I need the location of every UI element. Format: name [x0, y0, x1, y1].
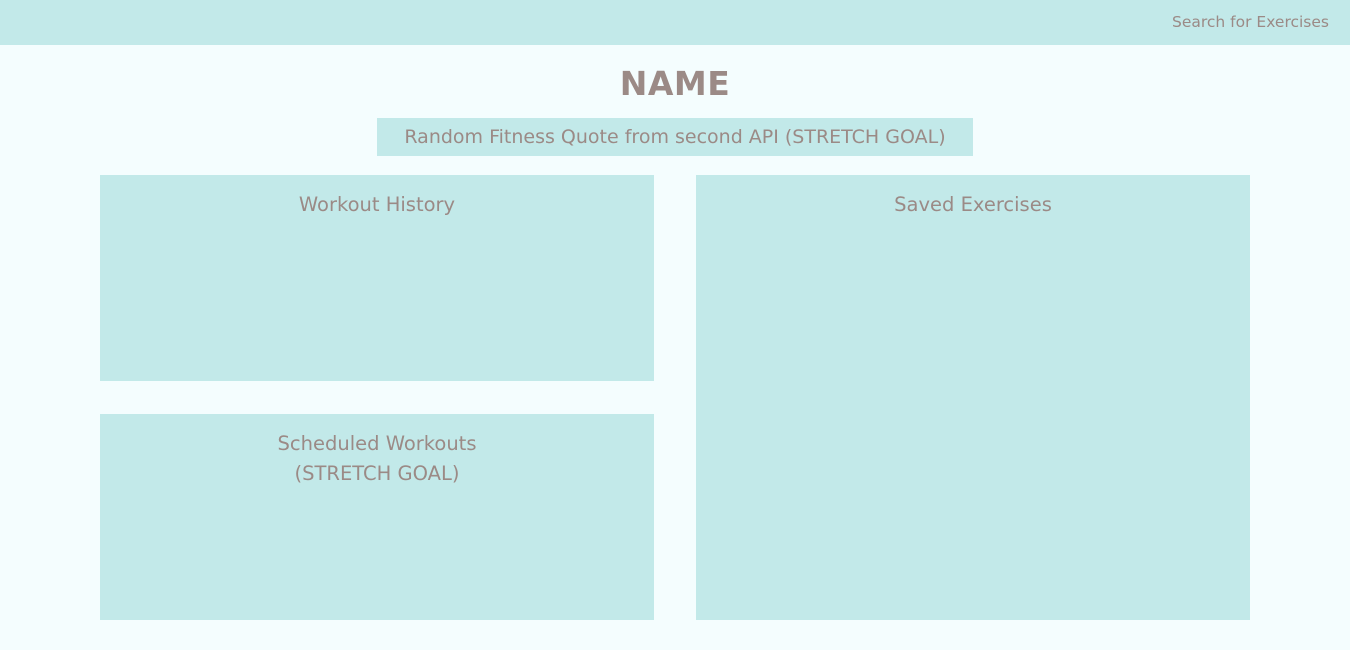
fitness-quote-text: Random Fitness Quote from second API (ST…	[404, 126, 946, 148]
page-title: NAME	[619, 64, 731, 103]
fitness-quote-box: Random Fitness Quote from second API (ST…	[377, 118, 973, 156]
top-nav-bar: Search for Exercises	[0, 0, 1350, 45]
scheduled-workouts-title-line1: Scheduled Workouts	[277, 432, 477, 455]
scheduled-workouts-title-line2: (STRETCH GOAL)	[294, 462, 460, 485]
scheduled-workouts-title: Scheduled Workouts (STRETCH GOAL)	[100, 429, 654, 489]
saved-exercises-title: Saved Exercises	[894, 193, 1052, 216]
scheduled-workouts-panel: Scheduled Workouts (STRETCH GOAL)	[100, 414, 654, 620]
saved-exercises-panel: Saved Exercises	[696, 175, 1250, 620]
workout-history-panel: Workout History	[100, 175, 654, 381]
workout-history-title: Workout History	[298, 193, 456, 216]
search-exercises-link[interactable]: Search for Exercises	[1172, 13, 1329, 31]
